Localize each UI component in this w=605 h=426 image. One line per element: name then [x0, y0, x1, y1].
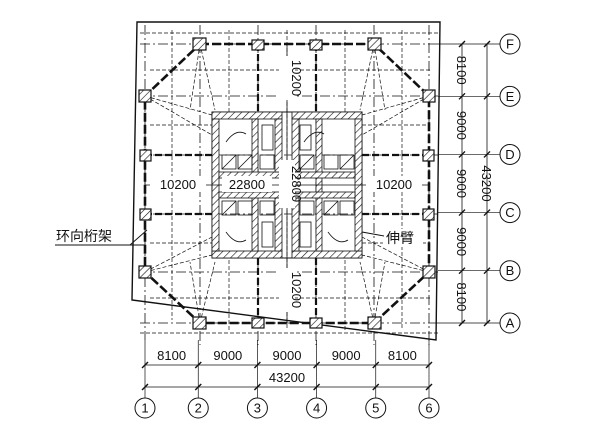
column	[138, 265, 152, 279]
dim-y-spacing: 8100	[454, 282, 469, 311]
dim-core-top: 10200	[289, 60, 304, 96]
dim-y-spacing: 9000	[454, 111, 469, 140]
grid-y-label: F	[506, 37, 514, 52]
corner-bracing	[144, 43, 430, 324]
dim-y-spacing: 9000	[454, 169, 469, 198]
grid-x-bubble	[187, 397, 209, 419]
grid-y-label: E	[506, 89, 515, 104]
column	[422, 265, 436, 279]
dim-tick	[458, 319, 466, 327]
dim-core-middle: 22800	[289, 166, 304, 202]
ring-truss-label: 环向桁架	[56, 229, 112, 245]
grid-y-bubble	[499, 33, 521, 55]
column	[192, 316, 207, 330]
dim-core-left: 10200	[160, 177, 196, 192]
dim-tick	[194, 383, 202, 391]
dim-tick	[483, 209, 491, 217]
dim-tick	[483, 40, 491, 48]
grid-x-label: 2	[195, 401, 202, 416]
column	[251, 317, 265, 329]
dim-x-spacing: 8100	[388, 348, 417, 363]
grid-x-bubble	[306, 397, 328, 419]
grid-y-bubble	[499, 143, 521, 165]
dim-tick	[458, 92, 466, 100]
dim-tick	[483, 267, 491, 275]
grid-y-bubble	[499, 260, 521, 282]
grid-x-label: 6	[425, 401, 432, 416]
dim-tick	[194, 361, 202, 369]
dim-tick	[313, 361, 321, 369]
columns	[138, 37, 436, 330]
dim-tick	[458, 40, 466, 48]
column	[422, 89, 436, 103]
column	[367, 316, 382, 330]
dim-tick	[483, 92, 491, 100]
outrigger-label: 伸臂	[386, 231, 414, 247]
dim-x-spacing: 9000	[213, 348, 242, 363]
dim-tick	[372, 361, 380, 369]
dim-y-spacing: 8100	[454, 56, 469, 85]
dim-core-center: 22800	[229, 177, 265, 192]
dim-x-spacing: 8100	[157, 348, 186, 363]
dim-tick	[253, 383, 261, 391]
dim-tick	[372, 383, 380, 391]
outrigger-leader	[361, 231, 385, 237]
dim-tick	[483, 150, 491, 158]
grid-x-annotations: 1 2 3 4 5 6 8100 9000 9000 9000 8100 43200	[134, 340, 440, 419]
grid-y-annotations: A B C D E F 8100 9000 9000 9000 8100 43200	[438, 33, 521, 334]
dim-y-total: 43200	[479, 165, 494, 201]
column	[422, 149, 435, 162]
dim-tick	[458, 209, 466, 217]
grid-y-label: B	[506, 263, 515, 278]
grid-x-bubble	[418, 397, 440, 419]
dim-tick	[483, 319, 491, 327]
dim-x-spacing: 9000	[332, 348, 361, 363]
dim-core-right: 10200	[376, 177, 412, 192]
column	[367, 37, 382, 51]
column	[138, 89, 152, 103]
column	[251, 39, 265, 51]
grid-y-label: C	[505, 205, 514, 220]
column	[309, 317, 323, 329]
grid-x-bubble	[134, 397, 156, 419]
dim-core-bottom: 10200	[289, 272, 304, 308]
dim-x-spacing: 9000	[273, 348, 302, 363]
dim-tick	[141, 361, 149, 369]
grid-x-label: 1	[141, 401, 148, 416]
grid-x-bubble	[365, 397, 387, 419]
outrigger-lines	[145, 44, 429, 323]
dim-tick	[253, 361, 261, 369]
dim-y-spacing: 9000	[454, 227, 469, 256]
dim-x-total: 43200	[269, 370, 305, 385]
column	[309, 39, 323, 51]
grid-x-label: 4	[313, 401, 320, 416]
grid-x-label: 3	[254, 401, 261, 416]
dim-tick	[425, 361, 433, 369]
grid-y-label: A	[506, 316, 515, 331]
grid-y-bubble	[499, 85, 521, 107]
grid-x-bubble	[246, 397, 268, 419]
column	[139, 149, 152, 162]
dim-tick	[458, 267, 466, 275]
column	[139, 208, 152, 221]
grid-y-bubble	[499, 202, 521, 224]
dim-tick	[313, 383, 321, 391]
dim-tick	[458, 150, 466, 158]
dim-tick	[425, 383, 433, 391]
slab-outline	[131, 21, 441, 341]
grid-x-label: 5	[372, 401, 379, 416]
ring-truss-leader-tip	[129, 229, 148, 246]
column	[422, 208, 435, 221]
column	[192, 37, 207, 51]
dim-tick	[141, 383, 149, 391]
grid-y-bubble	[499, 312, 521, 334]
grid-y-label: D	[505, 147, 514, 162]
